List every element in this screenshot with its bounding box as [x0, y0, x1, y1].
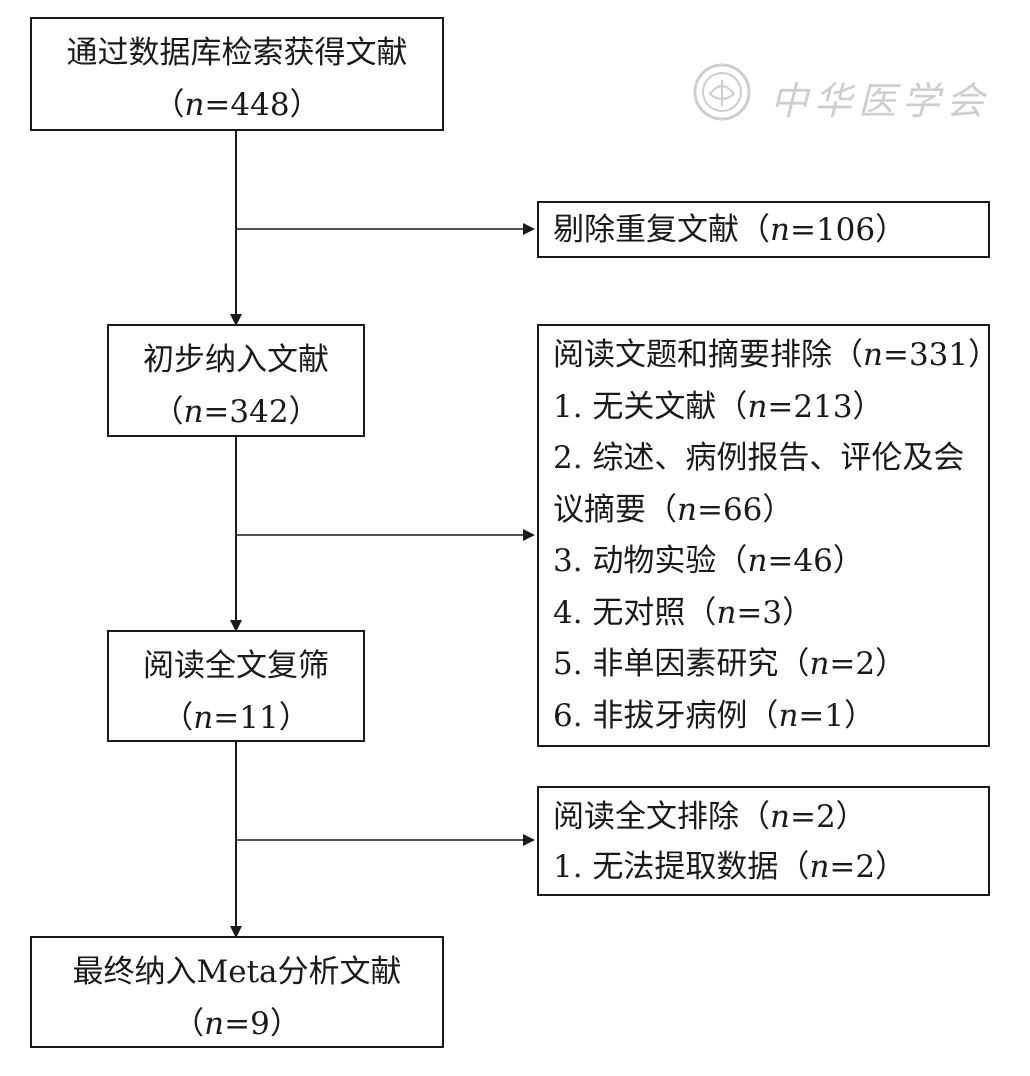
node-count: （n=342） — [152, 394, 320, 430]
node-count: （n=448） — [153, 87, 321, 123]
exclusion-item: 4. 无对照（n=3） — [553, 594, 814, 631]
watermark: 中华医学会 — [688, 60, 988, 124]
node-preliminary: 初步纳入文献 （n=342） — [107, 324, 365, 437]
node-label: 初步纳入文献 — [143, 342, 329, 378]
exclusion-duplicates: 剔除重复文献（n=106） — [537, 201, 990, 258]
node-count: （n=11） — [162, 700, 310, 736]
exclusion-header: 阅读文题和摘要排除（n=331） — [553, 337, 1000, 373]
exclusion-abstract: 阅读文题和摘要排除（n=331） 1. 无关文献（n=213） 2. 综述、病例… — [537, 324, 1000, 747]
node-label: 最终纳入Meta分析文献 — [72, 954, 402, 990]
exclusion-header: 阅读全文排除（n=2） — [553, 799, 867, 835]
node-label: 通过数据库检索获得文献 — [66, 35, 408, 71]
exclusion-item: 3. 动物实验（n=46） — [553, 543, 864, 579]
node-identified: 通过数据库检索获得文献 （n=448） — [30, 17, 444, 131]
exclusion-item: 1. 无法提取数据（n=2） — [553, 849, 907, 885]
node-label: 阅读全文复筛 — [143, 648, 329, 684]
node-final: 最终纳入Meta分析文献 （n=9） — [30, 936, 444, 1048]
exclusion-item: 6. 非拔牙病例（n=1） — [553, 697, 876, 734]
society-seal-icon — [693, 63, 751, 121]
exclusion-item: 5. 非单因素研究（n=2） — [553, 646, 907, 682]
exclusion-item: 1. 无关文献（n=213） — [553, 388, 884, 425]
exclusion-item: 2. 综述、病例报告、评伦及会 — [553, 440, 965, 476]
exclusion-fulltext: 阅读全文排除（n=2） 1. 无法提取数据（n=2） — [537, 786, 990, 896]
node-fulltext: 阅读全文复筛 （n=11） — [107, 630, 365, 742]
node-count: （n=9） — [173, 1006, 301, 1042]
exclusion-label: 剔除重复文献（n=106） — [553, 212, 907, 248]
exclusion-item: 议摘要（n=66） — [553, 491, 794, 528]
watermark-text: 中华医学会 — [770, 79, 991, 123]
